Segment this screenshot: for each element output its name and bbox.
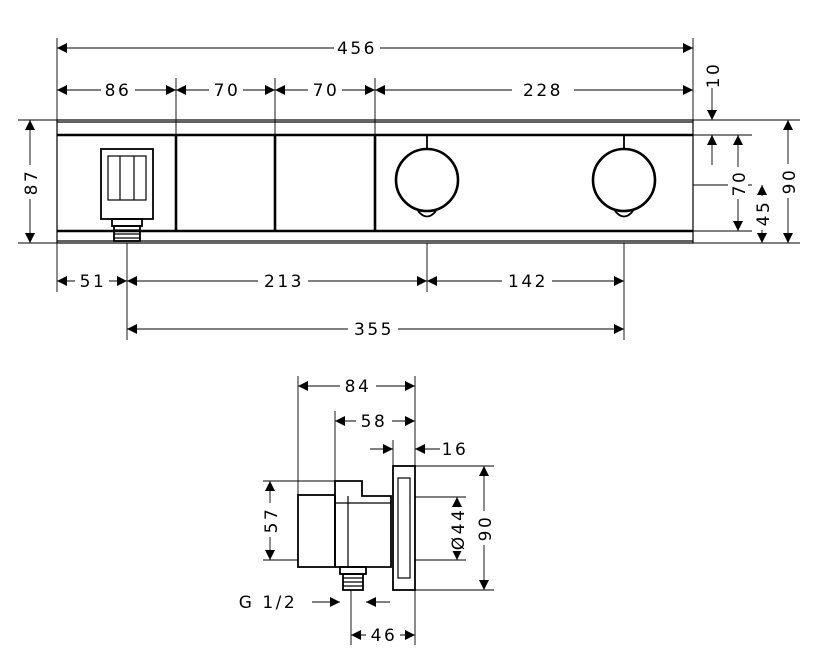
dim-outlet-depth: 46 bbox=[371, 626, 398, 646]
dim-overall-width: 456 bbox=[337, 39, 377, 59]
thermostat-knob-2 bbox=[591, 134, 657, 218]
dim-right-70: 70 bbox=[730, 170, 750, 197]
dim-diameter: Ø44 bbox=[449, 508, 469, 551]
dim-segment-2: 70 bbox=[214, 81, 241, 101]
front-view: 456 86 70 70 228 10 87 70 45 90 bbox=[18, 38, 800, 340]
dim-outlet-offset: 51 bbox=[80, 272, 107, 292]
dim-outlet-to-knob: 213 bbox=[264, 272, 304, 292]
dim-right-90: 90 bbox=[780, 168, 800, 195]
dim-segment-1: 86 bbox=[105, 81, 132, 101]
dim-right-45: 45 bbox=[754, 200, 774, 227]
dim-knob-spacing: 142 bbox=[508, 272, 548, 292]
shower-holder bbox=[100, 148, 154, 242]
thread-label: G 1/2 bbox=[239, 593, 297, 613]
dim-body-height: 57 bbox=[262, 507, 282, 534]
side-view: 84 58 16 57 Ø44 90 G 1/2 46 bbox=[239, 376, 496, 646]
dim-depth-body: 58 bbox=[361, 412, 388, 432]
thermostat-knob-1 bbox=[394, 134, 460, 218]
dim-segment-3: 70 bbox=[313, 81, 340, 101]
dim-depth-total: 84 bbox=[345, 377, 372, 397]
dim-plate-thickness: 16 bbox=[442, 440, 469, 460]
dim-outlet-to-knob2: 355 bbox=[354, 320, 394, 340]
dim-segment-4: 228 bbox=[523, 81, 563, 101]
dim-plate-height: 90 bbox=[476, 515, 496, 542]
dim-top-offset: 10 bbox=[704, 62, 724, 89]
side-plate bbox=[392, 465, 416, 591]
dim-left-height: 87 bbox=[22, 169, 42, 196]
